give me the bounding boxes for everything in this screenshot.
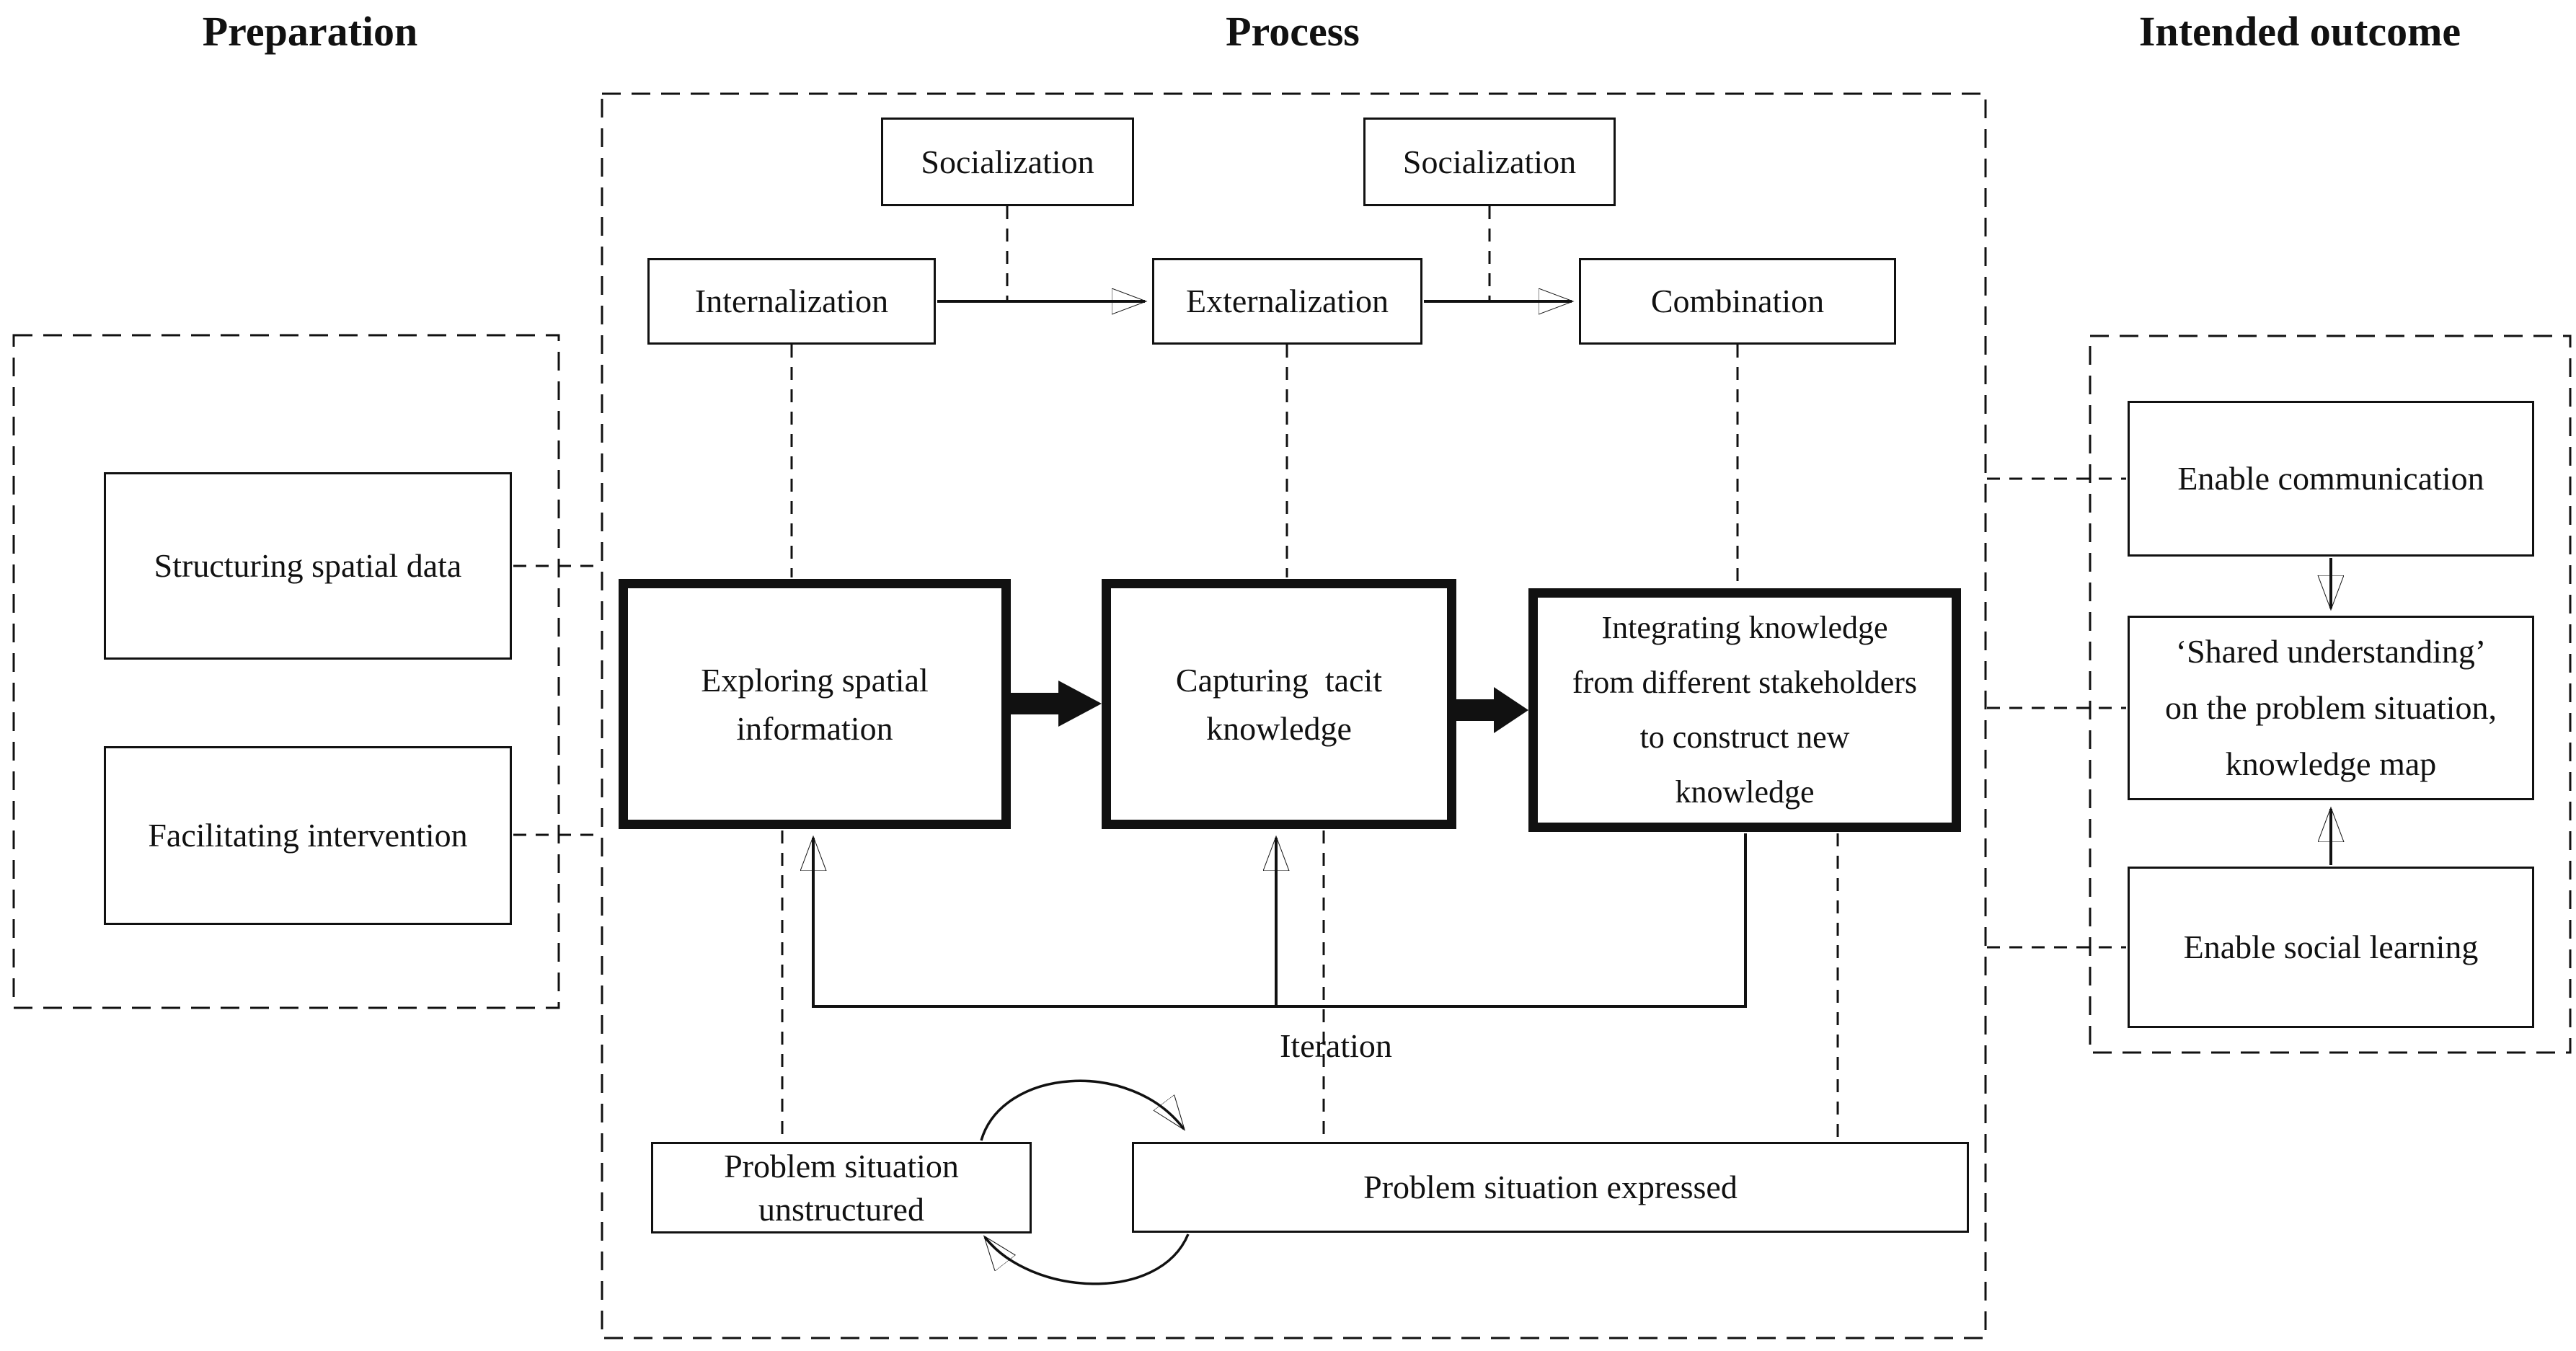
enable-communication-box: Enable communication — [2128, 401, 2534, 557]
internalization-box: Internalization — [647, 258, 936, 345]
combination-box: Combination — [1579, 258, 1896, 345]
exploring-to-capturing-block-arrow — [1011, 681, 1102, 727]
facilitating-intervention-box: Facilitating intervention — [104, 746, 512, 925]
capturing-to-integrating-block-arrow — [1456, 687, 1528, 733]
iteration-label: Iteration — [1280, 1027, 1392, 1064]
process-header: Process — [1226, 8, 1360, 55]
shared-understanding-box: ‘Shared understanding’ on the problem si… — [2128, 616, 2534, 800]
enable-social-learning-box: Enable social learning — [2128, 867, 2534, 1028]
expressed-to-unstructured-arc — [985, 1233, 1190, 1285]
iteration-feedback-line — [813, 833, 1747, 1008]
integrating-knowledge-box: Integrating knowledge from different sta… — [1528, 588, 1961, 832]
externalization-box: Externalization — [1152, 258, 1422, 345]
socialization-right-box: Socialization — [1363, 118, 1616, 206]
socialization-left-box: Socialization — [881, 118, 1134, 206]
preparation-header: Preparation — [202, 8, 418, 55]
structuring-spatial-data-box: Structuring spatial data — [104, 472, 512, 660]
intended-outcome-header: Intended outcome — [2138, 8, 2461, 55]
problem-situation-unstructured-box: Problem situation unstructured — [651, 1142, 1032, 1233]
exploring-spatial-information-box: Exploring spatial information — [619, 579, 1011, 829]
problem-situation-expressed-box: Problem situation expressed — [1132, 1142, 1969, 1233]
unstructured-to-expressed-arc — [980, 1079, 1184, 1141]
capturing-tacit-knowledge-box: Capturing tacit knowledge — [1102, 579, 1456, 829]
